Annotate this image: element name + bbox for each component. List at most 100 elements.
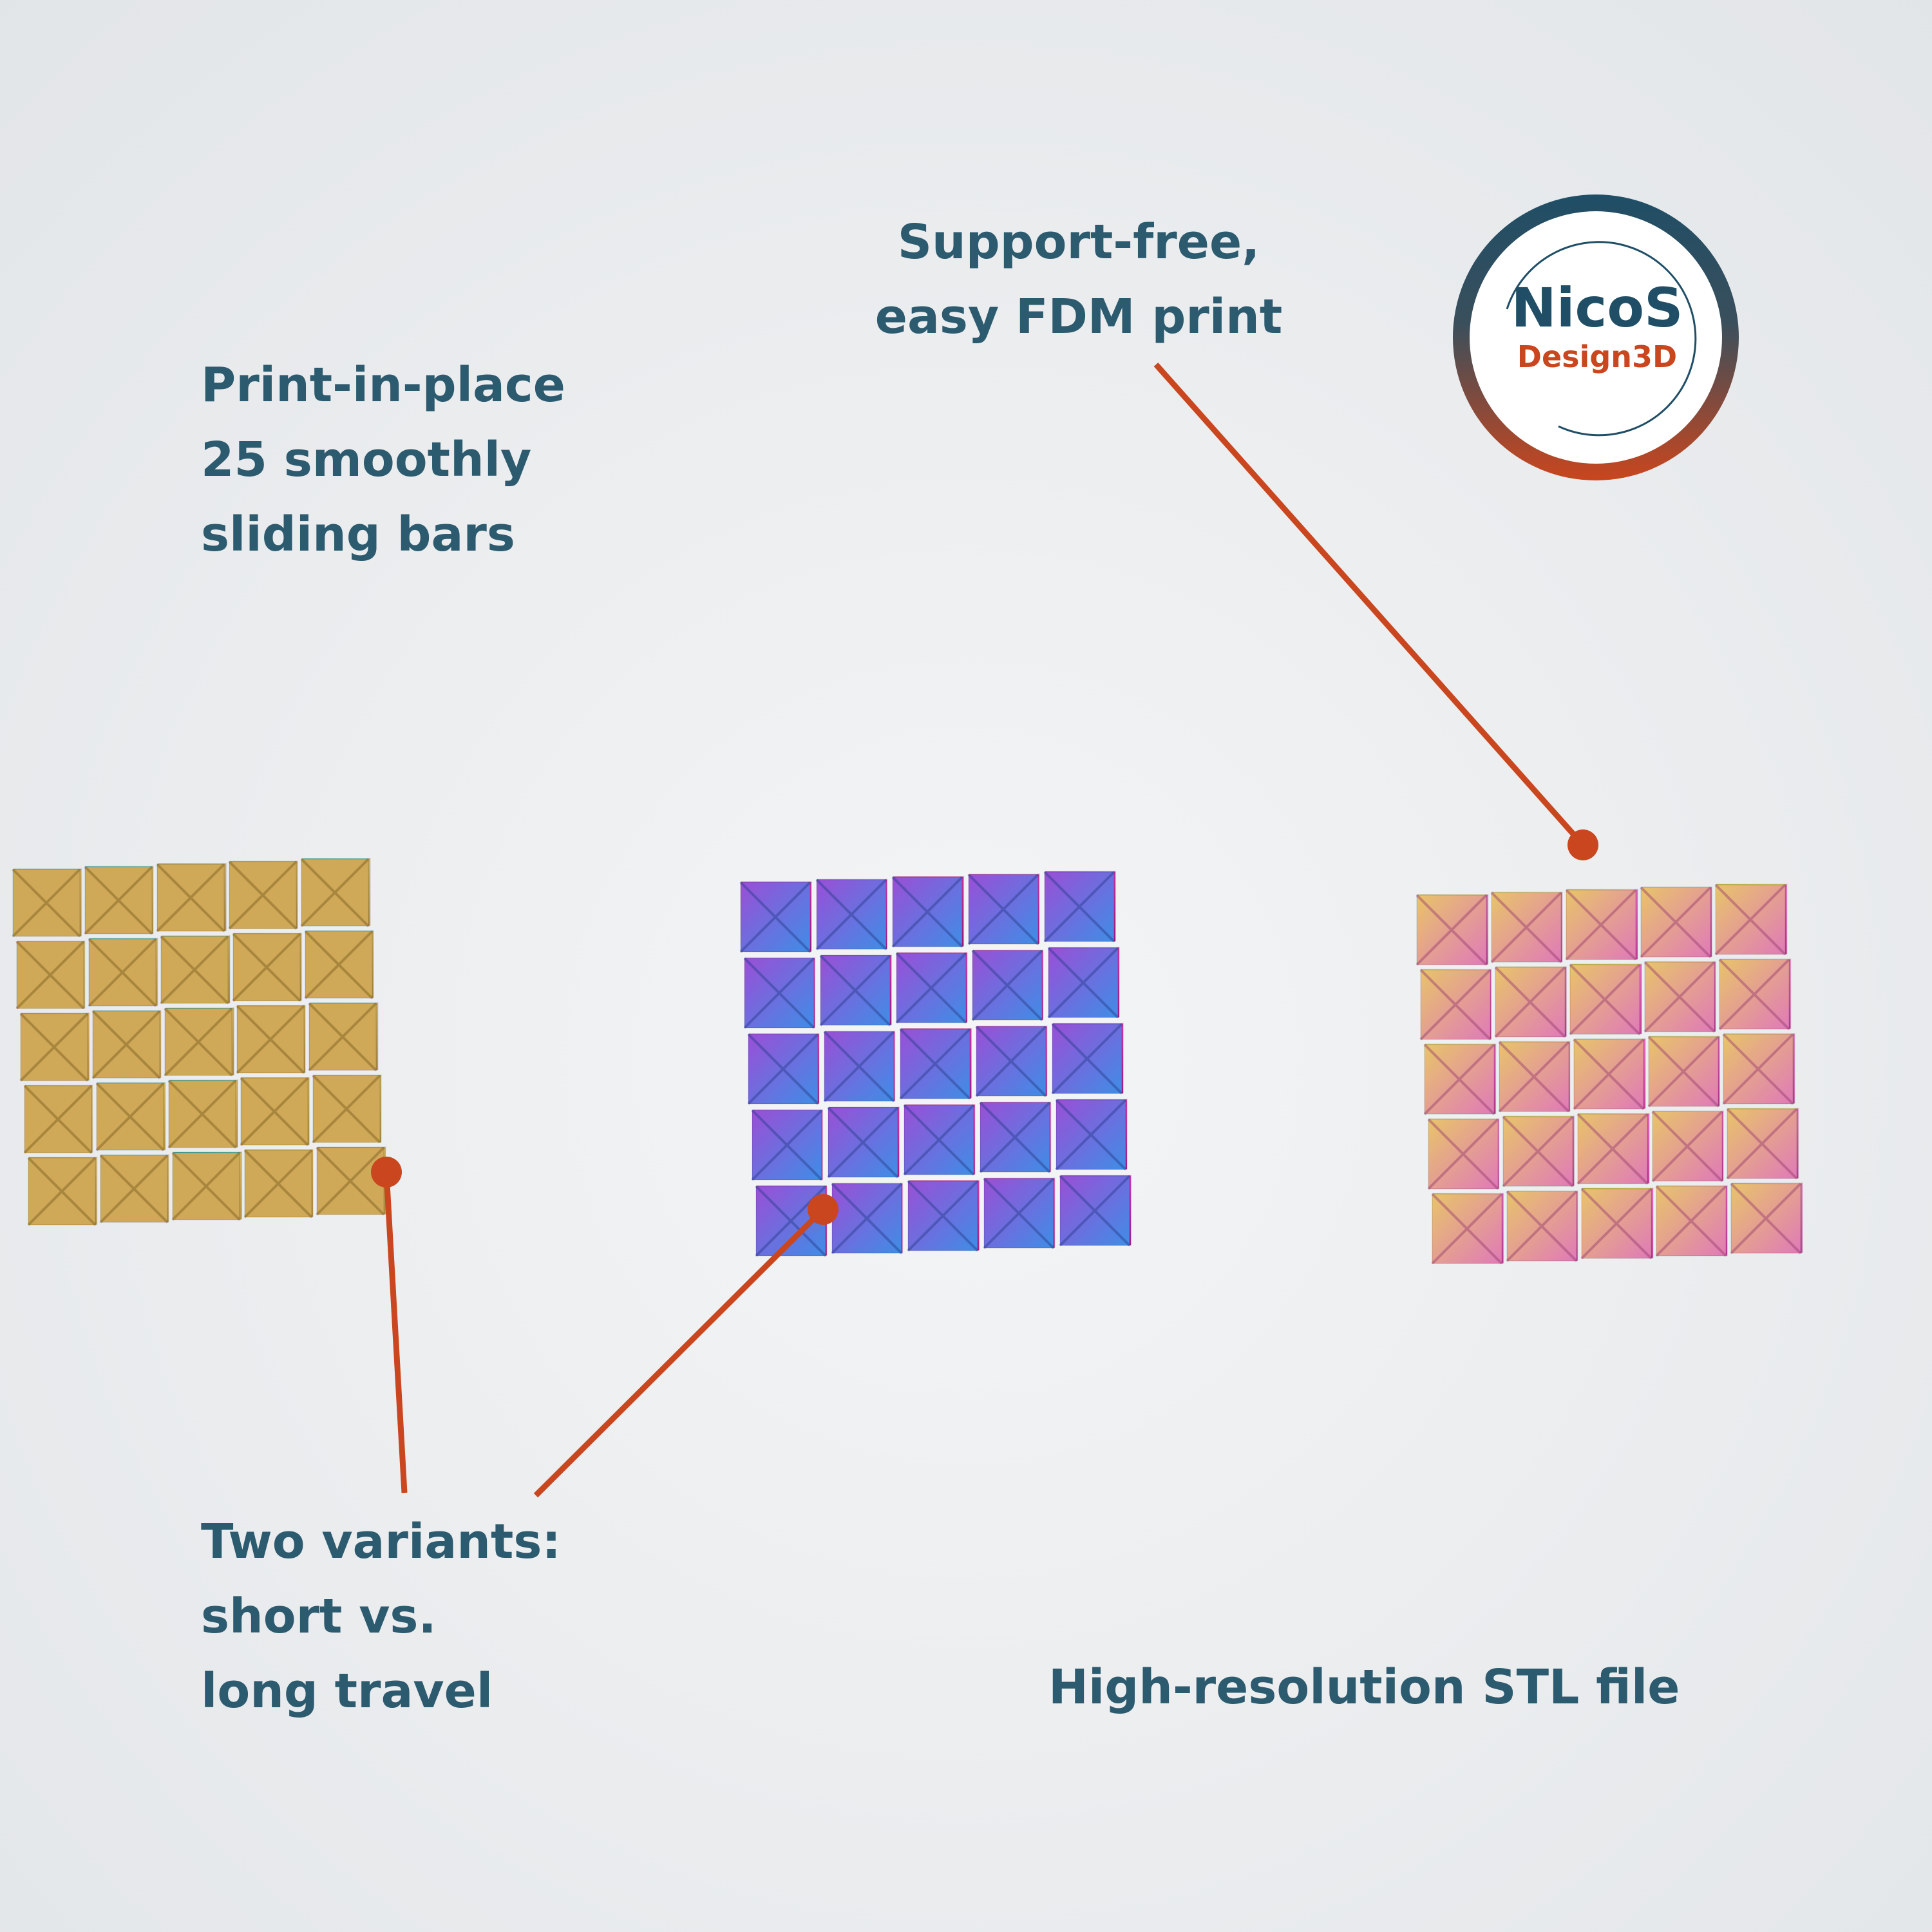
bar-end-face <box>1581 1188 1652 1259</box>
bar-end-pattern <box>739 881 811 953</box>
bar-end-face <box>20 1013 88 1081</box>
bar <box>831 1182 904 1255</box>
bar <box>1047 946 1121 1019</box>
bar-end-pattern <box>1569 963 1641 1036</box>
bar-end-face <box>156 864 225 932</box>
teal-gold-bar-stack <box>12 857 386 1226</box>
bar-end-face <box>900 1028 971 1099</box>
bar-end-face <box>907 1180 978 1251</box>
bar <box>1640 886 1713 958</box>
bar <box>1431 1192 1504 1265</box>
bar <box>308 1001 379 1072</box>
bar-end-face <box>1730 1183 1801 1254</box>
bar-end-pattern <box>891 876 963 948</box>
bar <box>1051 1022 1124 1095</box>
bar <box>232 932 303 1002</box>
brand-logo <box>1453 194 1739 480</box>
bar-end-pattern <box>91 1010 161 1079</box>
bar-end-face <box>1056 1099 1126 1170</box>
bar-end-pattern <box>300 858 370 927</box>
logo-disc <box>1470 211 1722 464</box>
bar-end-face <box>1428 1119 1499 1189</box>
bar <box>819 954 893 1027</box>
bar-end-pattern <box>975 1025 1047 1097</box>
bar <box>160 934 231 1005</box>
bar-end-face <box>752 1110 822 1180</box>
bar-end-face <box>16 941 84 1009</box>
bar-end-pattern <box>971 949 1043 1021</box>
bar-end-pattern <box>19 1012 89 1082</box>
bar <box>171 1151 243 1221</box>
bar-end-pattern <box>899 1028 971 1100</box>
bar-end-face <box>305 931 373 999</box>
bar <box>27 1156 98 1226</box>
bar <box>1565 888 1638 961</box>
bar-end-face <box>1044 871 1115 942</box>
bar <box>975 1025 1048 1097</box>
bar <box>91 1010 162 1079</box>
bar <box>891 875 965 948</box>
bar-end-face <box>1566 889 1636 960</box>
bar <box>99 1154 169 1224</box>
bar-end-pattern <box>743 957 815 1029</box>
bar-end-face <box>976 1026 1046 1097</box>
bar-end-face <box>972 950 1043 1021</box>
bar <box>236 1005 306 1074</box>
bar-end-pattern <box>156 863 225 933</box>
bar-end-face <box>229 861 297 929</box>
bar-end-pattern <box>1423 1043 1495 1115</box>
bar-end-pattern <box>1647 1036 1719 1108</box>
bar-end-pattern <box>160 935 229 1005</box>
bar-end-face <box>1059 1175 1130 1246</box>
caption-print-in-place: Print-in-place 25 smoothly sliding bars <box>201 348 565 572</box>
bar-end-face <box>88 938 156 1007</box>
bar-end-face <box>824 1031 895 1102</box>
bar-end-face <box>244 1150 312 1218</box>
caption-line: long travel <box>201 1663 493 1719</box>
bar <box>243 1149 314 1218</box>
bar-end-pattern <box>1643 961 1716 1033</box>
bar-end-pattern <box>240 1077 309 1146</box>
bar-end-face <box>904 1104 974 1175</box>
bar-end-pattern <box>1577 1113 1649 1185</box>
bar-end-face <box>172 1152 240 1220</box>
logo-wordmark: NicoS Design3D <box>1481 277 1713 375</box>
bar-end-face <box>755 1186 826 1256</box>
bar-end-face <box>820 955 891 1026</box>
bar-end-face <box>164 1008 232 1076</box>
bar-end-face <box>232 933 301 1001</box>
pointer-line-variant-long <box>383 1171 408 1493</box>
caption-line: Print-in-place <box>201 357 565 413</box>
bar-end-pattern <box>1051 1023 1123 1095</box>
blue-magenta-bar-stack <box>739 870 1132 1257</box>
bar-end-pattern <box>164 1007 233 1077</box>
bar <box>1580 1187 1654 1260</box>
bar <box>1730 1182 1803 1255</box>
bar-end-face <box>1491 892 1562 963</box>
bar <box>1502 1115 1575 1188</box>
logo-inner-arc <box>1506 241 1697 437</box>
bar <box>88 937 158 1007</box>
bar-end-pattern <box>751 1109 823 1181</box>
bar-end-pattern <box>1431 1193 1503 1265</box>
bar-end-face <box>24 1085 92 1153</box>
bar-end-face <box>748 1034 819 1104</box>
bar-end-pattern <box>316 1146 385 1216</box>
bar-end-face <box>1727 1108 1797 1179</box>
bar-end-face <box>100 1155 168 1223</box>
bar <box>1423 1043 1497 1115</box>
bar <box>739 880 812 953</box>
bar-end-face <box>1420 969 1491 1040</box>
bar-end-pattern <box>1416 894 1488 966</box>
bar-end-pattern <box>827 1106 899 1179</box>
bar <box>979 1101 1052 1173</box>
bar-end-face <box>816 879 887 950</box>
bar-end-face <box>168 1080 236 1148</box>
bar-end-face <box>980 1102 1050 1173</box>
bar-end-pattern <box>312 1074 381 1144</box>
bar <box>1577 1112 1650 1185</box>
bar-end-face <box>744 958 815 1028</box>
bar-end-face <box>1715 884 1786 955</box>
pointer-line-support-free <box>1153 363 1586 847</box>
caption-line: Two variants: <box>201 1514 561 1569</box>
